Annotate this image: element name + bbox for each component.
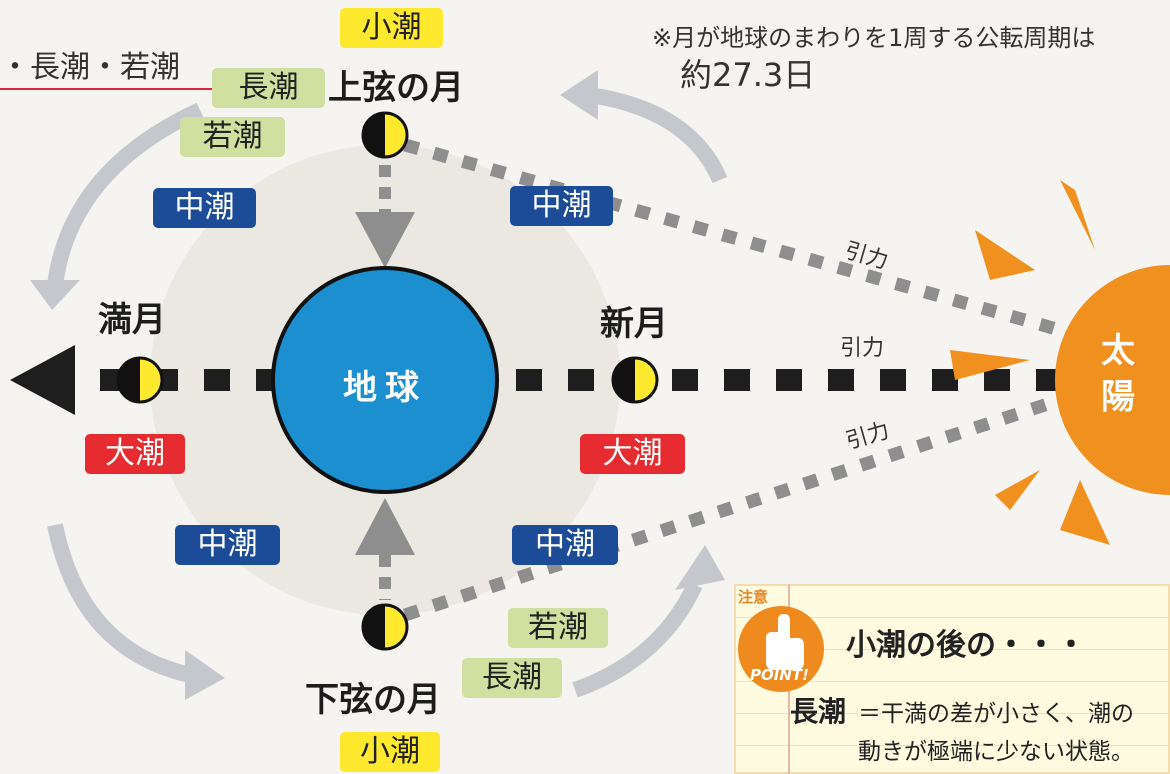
tag-neap-bottom: 小潮 bbox=[340, 732, 440, 772]
orbit-arrowhead-top-left bbox=[30, 280, 80, 310]
orbit-arrowhead-bottom-right bbox=[675, 545, 725, 590]
orbit-arrow-top-right bbox=[588, 87, 728, 184]
orbit-arrow-top-left bbox=[47, 102, 204, 287]
moon-first-quarter bbox=[361, 111, 409, 159]
orbit-arrow-bottom-left bbox=[47, 523, 192, 683]
tag-medium-top-right: 中潮 bbox=[510, 186, 613, 226]
tag-medium-bottom-left: 中潮 bbox=[175, 525, 280, 565]
sun-ray-5 bbox=[1060, 480, 1110, 545]
top-pull-arrowhead bbox=[355, 212, 415, 268]
period-note: ※月が地球のまわりを1周する公転周期は bbox=[652, 24, 1096, 52]
period-value: 約27.3日 bbox=[680, 56, 816, 94]
note-term: 長潮 bbox=[790, 695, 847, 728]
sun-ray-3 bbox=[950, 350, 1030, 380]
label-new-moon: 新月 bbox=[600, 304, 668, 344]
note-caution: 注意 bbox=[738, 588, 769, 606]
bottom-pull-arrowhead bbox=[355, 498, 415, 555]
pointing-hand-icon bbox=[766, 614, 804, 670]
moon-full bbox=[116, 356, 164, 404]
tag-medium-bottom-right: 中潮 bbox=[512, 525, 618, 565]
point-badge bbox=[738, 606, 824, 692]
sun-ray-4 bbox=[995, 470, 1040, 510]
label-last-quarter: 下弦の月 bbox=[305, 680, 441, 720]
alignment-arrowhead bbox=[10, 345, 75, 415]
top-left-text: ・長潮・若潮 bbox=[0, 50, 180, 85]
note-text-line1: ＝干満の差が小さく、潮の bbox=[858, 701, 1134, 727]
tag-young-top: 若潮 bbox=[180, 117, 285, 157]
gravity-line-first-quarter bbox=[403, 138, 1062, 337]
tag-young-bottom: 若潮 bbox=[508, 608, 608, 648]
tag-neap-top: 小潮 bbox=[340, 8, 443, 48]
moon-last-quarter bbox=[361, 603, 409, 651]
tag-spring-right: 大潮 bbox=[580, 434, 685, 474]
sun-circle bbox=[1055, 265, 1170, 495]
earth-circle bbox=[271, 266, 499, 494]
label-full-moon: 満月 bbox=[98, 300, 166, 340]
tag-long-bottom: 長潮 bbox=[462, 658, 562, 698]
moon-new bbox=[611, 356, 659, 404]
label-first-quarter: 上弦の月 bbox=[328, 68, 464, 108]
orbit-arrowhead-bottom-left bbox=[185, 650, 225, 700]
tag-long-top: 長潮 bbox=[212, 68, 325, 108]
sun-ray-1 bbox=[1060, 180, 1095, 250]
top-left-underline bbox=[0, 88, 240, 90]
note-title: 小潮の後の・・・ bbox=[846, 628, 1086, 663]
force-label-middle: 引力 bbox=[840, 336, 885, 361]
earth-label: 地球 bbox=[343, 368, 427, 408]
gravity-line-last-quarter bbox=[402, 393, 1063, 622]
sun-ray-2 bbox=[975, 230, 1035, 280]
orbit-arrowhead-top-right bbox=[560, 70, 598, 120]
point-label: POINT! bbox=[750, 666, 809, 684]
sun-label: 太陽 bbox=[1101, 331, 1135, 417]
tag-medium-top-left: 中潮 bbox=[153, 188, 256, 228]
note-text-line2: 動きが極端に少ない状態。 bbox=[858, 739, 1134, 765]
tag-spring-left: 大潮 bbox=[85, 434, 185, 474]
orbit-arrow-bottom-right bbox=[572, 581, 703, 698]
